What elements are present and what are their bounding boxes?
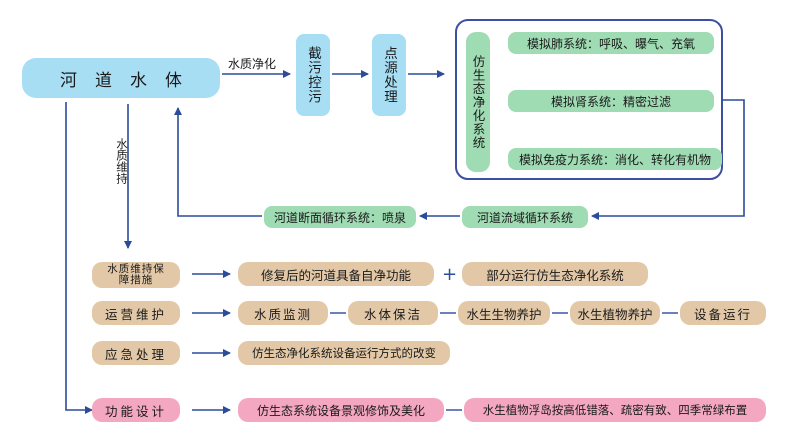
row-label-function-design: 功能设计 bbox=[92, 398, 180, 422]
partial-system-item: 部分运行仿生态净化系统 bbox=[462, 262, 648, 286]
item-water-monitoring: 水质监测 bbox=[238, 301, 328, 325]
basin-cycle-system: 河道流域循环系统 bbox=[462, 206, 588, 228]
immune-system: 模拟免疫力系统：消化、转化有机物 bbox=[508, 148, 722, 170]
item-aquatic-life: 水生生物养护 bbox=[458, 301, 550, 325]
plus-joiner: + bbox=[442, 264, 458, 285]
water-maintain-label: 水质维持 bbox=[115, 138, 129, 184]
item-equipment-operation: 设备运行 bbox=[680, 301, 766, 325]
lung-system: 模拟肺系统：呼吸、曝气、充氧 bbox=[508, 32, 714, 54]
item-aquatic-plants: 水生植物养护 bbox=[570, 301, 660, 325]
arrow-section-to-main bbox=[174, 107, 262, 217]
arrow-to-function-design bbox=[65, 102, 93, 414]
row-label-emergency: 应急处理 bbox=[92, 341, 180, 365]
item-landscape-decoration: 仿生态系统设备景观修饰及美化 bbox=[238, 398, 444, 422]
section-cycle-system: 河道断面循环系统：喷泉 bbox=[264, 206, 416, 228]
step-pollution-control: 截污控污 bbox=[296, 34, 330, 116]
river-water-body: 河道水体 bbox=[22, 58, 220, 98]
row-label-maintain-measures: 水质维持保障措施 bbox=[92, 262, 180, 288]
step-point-source: 点源处理 bbox=[372, 34, 406, 116]
item-floating-island: 水生植物浮岛按高低错落、疏密有致、四季常绿布置 bbox=[464, 398, 766, 422]
bionic-system-title: 仿生态净化系统 bbox=[466, 32, 490, 172]
arrow-system-to-basin bbox=[591, 99, 745, 220]
flow-label: 水质净化 bbox=[228, 57, 277, 71]
item-water-cleaning: 水体保洁 bbox=[348, 301, 438, 325]
kidney-system: 模拟肾系统：精密过滤 bbox=[508, 90, 714, 112]
self-purification-item: 修复后的河道具备自净功能 bbox=[238, 262, 434, 286]
item-mode-change: 仿生态净化系统设备运行方式的改变 bbox=[238, 341, 450, 365]
row-label-operations: 运营维护 bbox=[92, 301, 180, 325]
